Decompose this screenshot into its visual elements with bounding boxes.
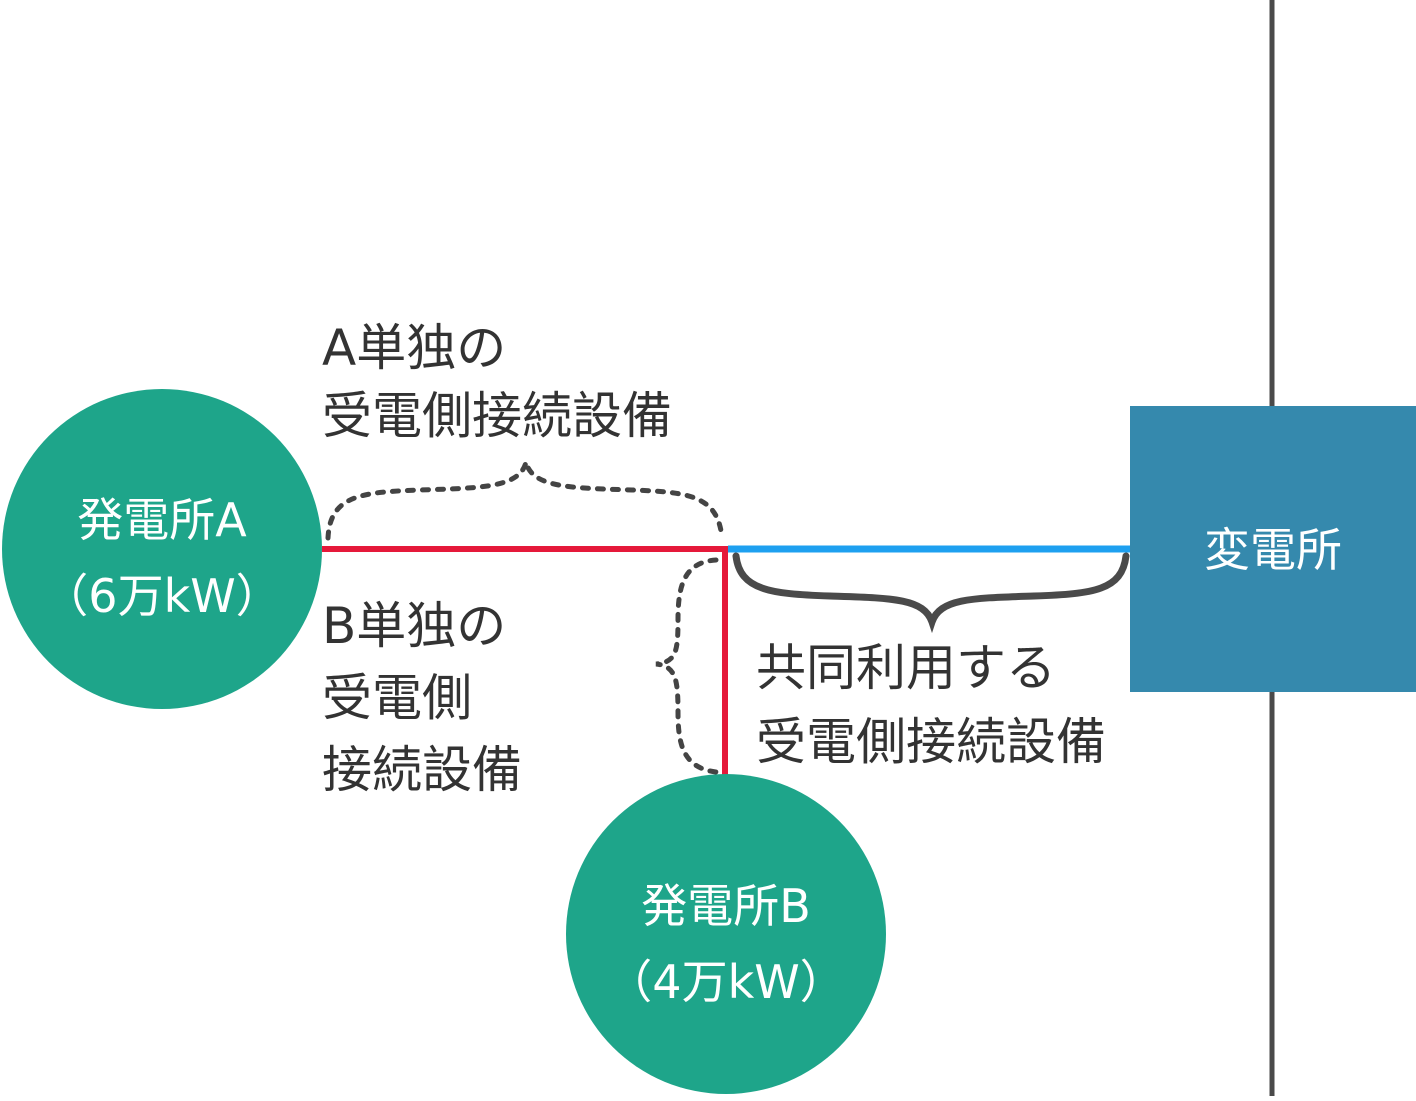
plant-b-capacity: （4万kW）: [606, 955, 845, 1009]
plant-a-capacity: （6万kW）: [42, 569, 281, 623]
brace-shared: [732, 552, 1130, 634]
label-shared-line1: 共同利用する: [756, 639, 1056, 697]
plant-b-node: [566, 774, 886, 1094]
label-b-only-line2: 受電側: [322, 669, 472, 727]
brace-b-dotted: [655, 557, 719, 775]
label-shared-line2: 受電側接続設備: [756, 713, 1106, 771]
label-a-only-line2: 受電側接続設備: [322, 387, 672, 445]
plant-b-name: 発電所B: [641, 879, 811, 933]
label-b-only-line1: B単独の: [322, 597, 506, 655]
plant-a-name: 発電所A: [77, 493, 247, 547]
label-b-only-line3: 接続設備: [322, 741, 522, 799]
label-a-only-line1: A単独の: [322, 319, 506, 377]
substation-box: [1130, 406, 1416, 692]
brace-a-dotted: [325, 461, 725, 541]
substation-label: 変電所: [1204, 523, 1342, 577]
plant-a-node: [2, 389, 322, 709]
